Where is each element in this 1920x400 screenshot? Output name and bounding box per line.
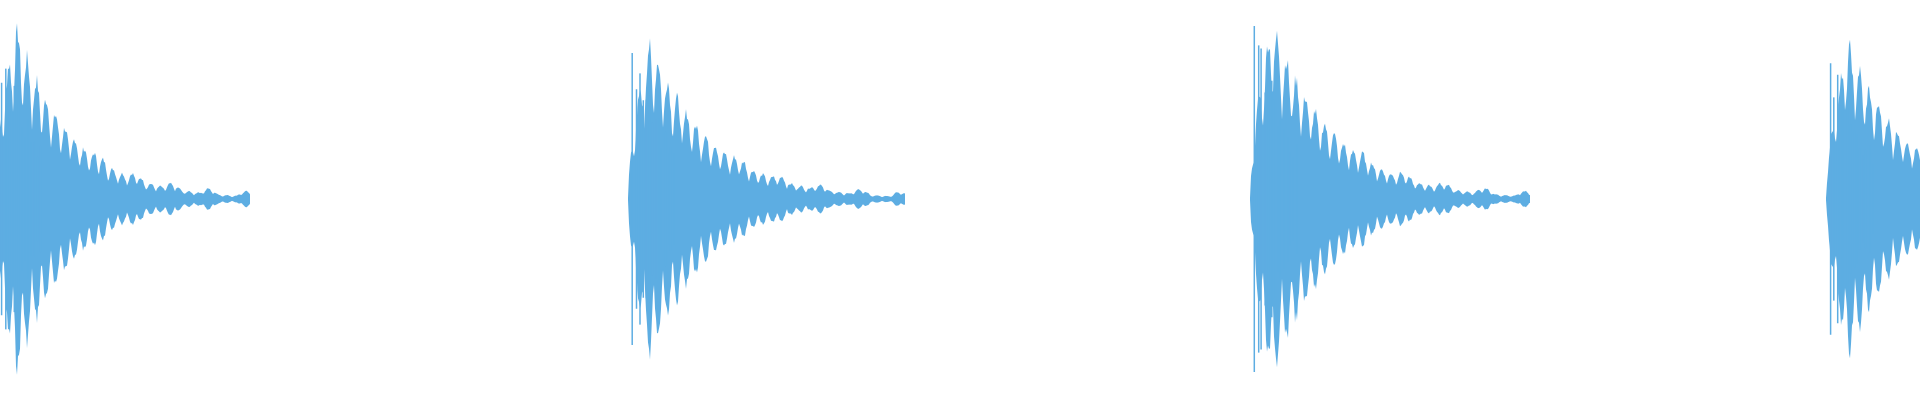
waveform-clip[interactable] xyxy=(0,23,250,375)
waveform-shape xyxy=(1250,30,1530,368)
waveform-clip[interactable] xyxy=(1826,39,1920,359)
waveform-clip[interactable] xyxy=(1250,26,1530,372)
waveform-clip[interactable] xyxy=(628,38,905,360)
waveform-shape xyxy=(628,38,905,360)
waveform-shape xyxy=(0,23,250,375)
